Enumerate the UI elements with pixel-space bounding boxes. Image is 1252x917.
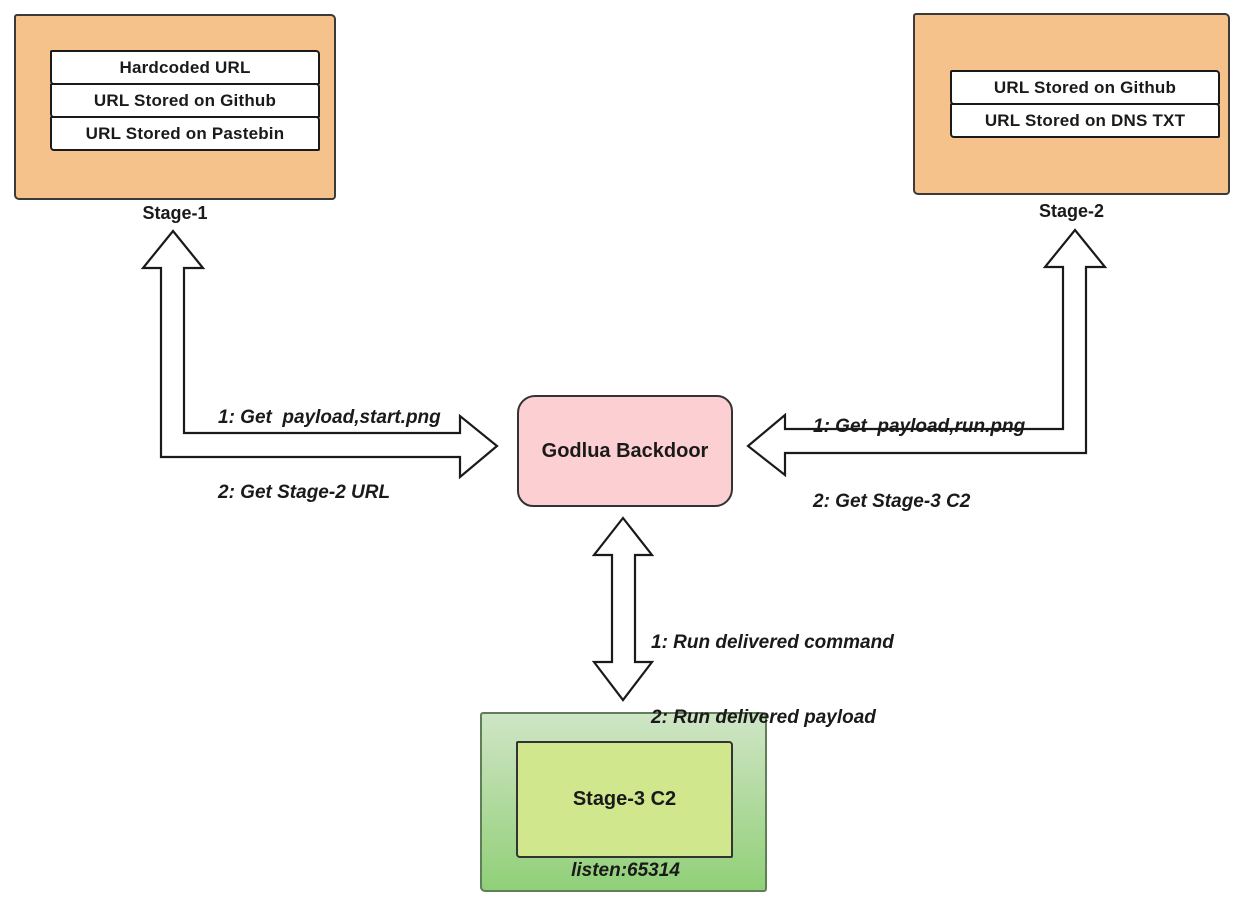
stage3-c2-outer-box: Stage-3 C2 listen:65314	[480, 712, 767, 892]
stage1-label: Stage-1	[142, 203, 208, 223]
stage1-box: Hardcoded URL URL Stored on Github URL S…	[14, 14, 336, 200]
stage1-url-item: URL Stored on Pastebin	[50, 116, 320, 151]
stage2-box: URL Stored on Github URL Stored on DNS T…	[913, 13, 1230, 195]
stage2-label: Stage-2	[1038, 201, 1105, 221]
stage2-url-item: URL Stored on Github	[950, 70, 1220, 105]
annotation-line: 2: Get Stage-2 URL	[218, 482, 391, 503]
stage2-url-item: URL Stored on DNS TXT	[950, 103, 1220, 138]
stage2-arrow-annotation: 1: Get payload,run.png 2: Get Stage-3 C2	[813, 364, 1025, 564]
annotation-line: 1: Get payload,run.png	[813, 416, 1026, 437]
stage1-arrow-annotation: 1: Get payload,start.png 2: Get Stage-2 …	[218, 355, 441, 555]
godlua-backdoor-node: Godlua Backdoor	[517, 395, 733, 507]
annotation-line: 2: Run delivered payload	[651, 707, 876, 728]
godlua-backdoor-label: Godlua Backdoor	[541, 439, 709, 462]
c2-arrow-annotation: 1: Run delivered command 2: Run delivere…	[651, 580, 894, 780]
stage1-url-list: Hardcoded URL URL Stored on Github URL S…	[50, 50, 320, 151]
stage2-url-list: URL Stored on Github URL Stored on DNS T…	[950, 70, 1220, 138]
annotation-line: 1: Get payload,start.png	[218, 407, 441, 428]
stage2-godlua-elbow-arrow	[746, 228, 1108, 478]
annotation-line: 2: Get Stage-3 C2	[813, 491, 971, 512]
stage3-listen-port-label: listen:65314	[571, 860, 680, 881]
annotation-line: 1: Run delivered command	[651, 632, 894, 653]
godlua-c2-updown-arrow	[591, 516, 655, 702]
stage3-c2-label: Stage-3 C2	[572, 788, 677, 810]
stage3-c2-node: Stage-3 C2	[516, 741, 733, 858]
stage1-godlua-elbow-arrow	[140, 229, 499, 480]
stage1-url-item: Hardcoded URL	[50, 50, 320, 85]
stage1-url-item: URL Stored on Github	[50, 83, 320, 118]
